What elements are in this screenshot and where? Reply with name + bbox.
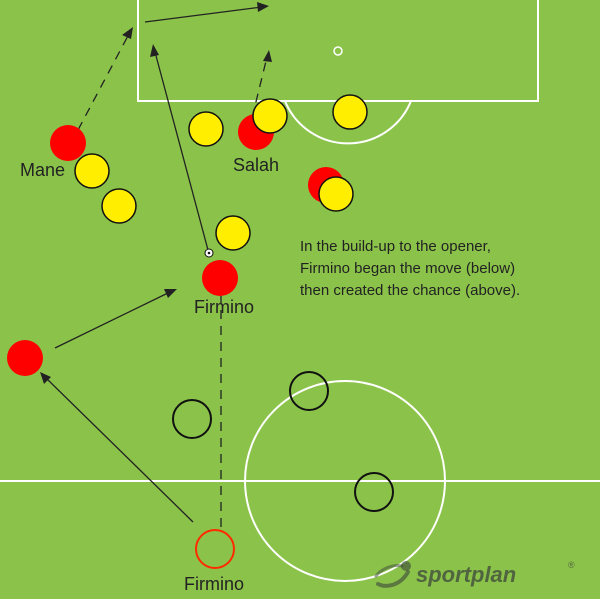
sportplan-branding: sportplan ®: [372, 558, 582, 594]
pass-arrow-firmino-head: [150, 44, 159, 57]
opponent-outline: [172, 399, 212, 439]
annotation-note: In the build-up to the opener, Firmino b…: [300, 236, 520, 302]
run-arrow-mane: [77, 31, 131, 131]
attacker-firmino: [202, 260, 238, 296]
penalty-spot: [333, 46, 343, 56]
defender: [318, 176, 354, 212]
defender: [215, 215, 251, 251]
run-arrow-mane-head: [122, 27, 133, 39]
label-firmino-top: Firmino: [194, 297, 255, 317]
defender: [332, 94, 368, 130]
attacker-mane: [50, 125, 86, 161]
defender: [188, 111, 224, 147]
attacker-left: [7, 340, 43, 376]
penalty-arc: [284, 100, 412, 145]
pass-arrow-mid-head: [164, 289, 177, 298]
run-arrow-salah: [251, 56, 268, 119]
run-arrow-salah-head: [263, 50, 272, 62]
defender: [74, 153, 110, 189]
opponent-outline: [354, 472, 394, 512]
sportplan-logo-icon: [374, 561, 411, 588]
registered-mark: ®: [568, 560, 575, 570]
firmino-start-marker: [195, 529, 235, 569]
label-firmino-bottom: Firmino: [184, 574, 245, 594]
pass-arrow-bottom: [45, 377, 194, 523]
sportplan-wordmark: sportplan: [416, 562, 517, 587]
centre-circle: [244, 380, 446, 582]
defender: [252, 98, 288, 134]
pass-arrow-top-head: [257, 2, 269, 12]
annotation-line-2: Firmino began the move (below): [300, 260, 516, 277]
defender: [101, 188, 137, 224]
ball-icon: [204, 248, 214, 258]
pass-arrow-mid: [54, 291, 171, 349]
opponent-outline: [289, 371, 329, 411]
annotation-line-1: In the build-up to the opener,: [300, 238, 491, 255]
label-salah: Salah: [233, 155, 280, 175]
pass-arrow-bottom-head: [40, 372, 51, 384]
label-mane: Mane: [20, 160, 66, 180]
pass-arrow-firmino: [154, 51, 209, 251]
pass-arrow-top: [144, 6, 263, 23]
annotation-line-3: then created the chance (above).: [300, 282, 521, 299]
